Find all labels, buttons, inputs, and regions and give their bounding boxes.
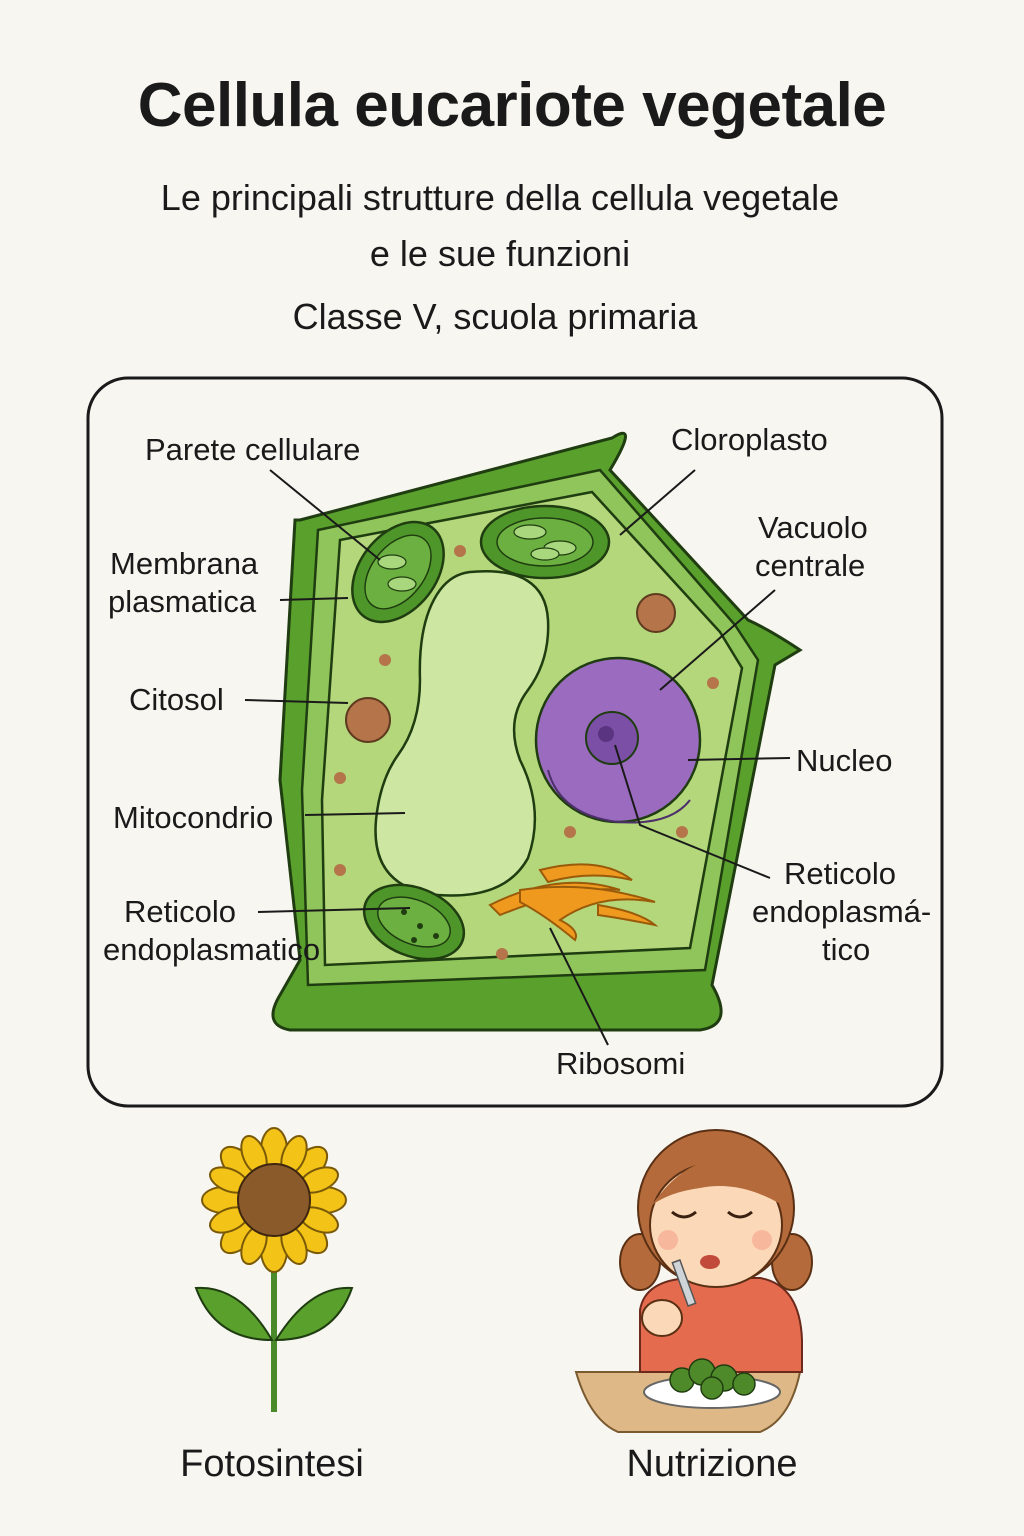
ribosome bbox=[496, 948, 508, 960]
bangs bbox=[652, 1158, 782, 1205]
ribosome bbox=[334, 864, 346, 876]
leader-membrana bbox=[279, 597, 349, 601]
label-reticolo-right-1: Reticolo bbox=[784, 856, 896, 891]
thylakoid bbox=[387, 576, 417, 592]
label-reticolo-left-2: endoplasmatico bbox=[103, 932, 320, 967]
label-parete-cellulare: Parete cellulare bbox=[145, 432, 360, 467]
mitochondrion-dot bbox=[636, 593, 676, 633]
caption-fotosintesi: Fotosintesi bbox=[180, 1443, 364, 1485]
thylakoid bbox=[377, 554, 407, 570]
nucleolus-core bbox=[598, 726, 614, 742]
mouth bbox=[700, 1255, 720, 1269]
ribosome bbox=[707, 677, 719, 689]
label-reticolo-right-3: tico bbox=[822, 932, 870, 967]
leader-reticolo-left bbox=[257, 907, 411, 913]
label-vacuolo-1: Vacuolo bbox=[758, 510, 868, 545]
ribosome bbox=[454, 545, 466, 557]
golgi-apparatus bbox=[519, 885, 656, 942]
label-reticolo-right-2: endoplasmá- bbox=[752, 894, 931, 929]
leader-vacuolo bbox=[659, 589, 776, 691]
page-title: Cellula eucariote vegetale bbox=[137, 71, 887, 140]
granule bbox=[417, 923, 423, 929]
grade-label: Classe V, scuola primaria bbox=[292, 296, 698, 337]
cheek-left bbox=[658, 1230, 678, 1250]
hand bbox=[641, 1299, 683, 1337]
ribosome bbox=[334, 772, 346, 784]
leader-nucleo bbox=[687, 757, 791, 761]
eye-right bbox=[727, 1210, 753, 1219]
label-vacuolo-2: centrale bbox=[755, 548, 865, 583]
mitochondrion-dot bbox=[345, 697, 391, 743]
sunflower-icon bbox=[194, 1127, 354, 1412]
label-nucleo: Nucleo bbox=[796, 743, 893, 778]
leader-mitocondrio bbox=[304, 812, 406, 816]
thylakoid bbox=[530, 547, 560, 561]
girl-eating-icon bbox=[574, 1129, 813, 1433]
ribosome bbox=[676, 826, 688, 838]
label-citosol: Citosol bbox=[129, 682, 224, 717]
granule bbox=[411, 937, 417, 943]
chloroplast-left-inner bbox=[364, 534, 432, 610]
label-membrana-1: Membrana bbox=[110, 546, 259, 581]
leader-cloroplasto bbox=[619, 469, 696, 536]
fork bbox=[671, 1259, 697, 1307]
nuclear-envelope bbox=[547, 769, 691, 824]
golgi-apparatus bbox=[538, 863, 633, 884]
central-vacuole bbox=[374, 569, 550, 897]
sunflower-center bbox=[237, 1163, 311, 1237]
subtitle-line-1: Le principali strutture della cellula ve… bbox=[160, 177, 840, 218]
leaf-right bbox=[274, 1286, 354, 1342]
label-reticolo-left-1: Reticolo bbox=[124, 894, 236, 929]
label-cloroplasto: Cloroplasto bbox=[671, 422, 828, 457]
cheek-right bbox=[752, 1230, 772, 1250]
granule bbox=[401, 909, 407, 915]
leader-citosol bbox=[244, 699, 349, 704]
body bbox=[639, 1277, 803, 1373]
mitochondrion-inner bbox=[377, 896, 451, 948]
thylakoid bbox=[513, 524, 547, 540]
leader-reticolo-right bbox=[614, 744, 771, 879]
ribosome bbox=[564, 826, 576, 838]
caption-nutrizione: Nutrizione bbox=[626, 1443, 797, 1485]
label-ribosomi: Ribosomi bbox=[556, 1046, 685, 1081]
diagram-frame bbox=[86, 376, 944, 1108]
leader-ribosomi bbox=[549, 927, 609, 1046]
subtitle: Le principali strutture della cellula ve… bbox=[0, 170, 1000, 282]
leader-parete bbox=[269, 469, 381, 561]
leaf-left bbox=[194, 1286, 274, 1342]
ribosome bbox=[379, 654, 391, 666]
golgi-apparatus bbox=[597, 903, 659, 927]
subtitle-line-2: e le sue funzioni bbox=[369, 233, 631, 274]
eye-left bbox=[671, 1210, 697, 1219]
label-membrana-2: plasmatica bbox=[108, 584, 257, 619]
granule bbox=[433, 933, 439, 939]
label-mitocondrio: Mitocondrio bbox=[113, 800, 273, 835]
